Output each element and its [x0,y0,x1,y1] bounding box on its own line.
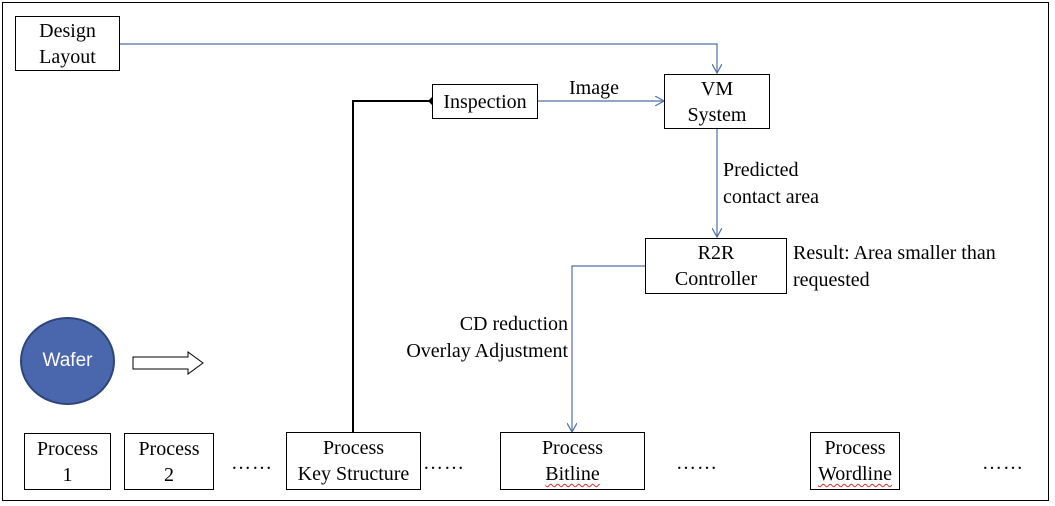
image-label: Image [569,77,619,99]
predicted-line1: Predicted [723,159,799,181]
process-2-line2: 2 [164,463,174,486]
wafer-circle: Wafer [20,317,115,405]
process-bitline-line1: Process [541,437,604,459]
process-key-structure-line1: Process [322,437,385,459]
result-line1: Result: Area smaller than [793,242,996,264]
process-1-line2: 1 [62,463,73,486]
vm-system-box: VM System [664,74,770,129]
result-line2: requested [793,269,870,291]
process-bitline-box: Process Bitline [500,432,645,490]
process-wordline-line1: Process [824,437,886,459]
design-layout-line1: Design [39,19,96,42]
r2r-controller-line2: Controller [674,268,758,290]
result-label: Result: Area smaller than requested [793,240,996,294]
wafer-label: Wafer [42,350,93,371]
process-bitline-line2: Bitline [545,463,600,485]
inspection-box: Inspection [432,84,538,119]
process-1-box: Process 1 [24,433,111,490]
process-wordline-line2: Wordline [818,463,892,485]
process-wordline-box: Process Wordline [810,432,900,490]
ellipsis-1: …… [231,452,273,474]
connector-r2r-to-bitline [572,265,645,432]
process-key-structure-box: Process Key Structure [286,432,421,490]
connector-keystructure-to-inspection [352,100,432,432]
adjustment-label: CD reduction Overlay Adjustment [380,311,568,365]
r2r-controller-box: R2R Controller [645,238,787,294]
process-key-structure-line2: Key Structure [297,463,410,485]
predicted-contact-area-label: Predicted contact area [723,157,819,211]
design-layout-line2: Layout [39,45,96,68]
process-2-line1: Process [138,437,200,460]
r2r-controller-line1: R2R [697,242,735,264]
wafer-flow-arrow-icon [132,351,204,375]
vm-system-line1: VM [700,77,734,100]
process-2-box: Process 2 [124,433,214,490]
design-layout-box: Design Layout [15,16,120,71]
ellipsis-2: …… [423,452,465,474]
predicted-line2: contact area [723,186,820,208]
vm-system-line2: System [687,103,747,126]
connector-design-to-vm [120,43,717,73]
cd-reduction-text: CD reduction [459,313,568,335]
inspection-label: Inspection [443,90,527,113]
overlay-adjustment-text: Overlay Adjustment [406,340,568,362]
ellipsis-3: …… [676,452,718,474]
process-1-line1: Process [36,437,99,460]
ellipsis-4: …… [982,452,1024,474]
